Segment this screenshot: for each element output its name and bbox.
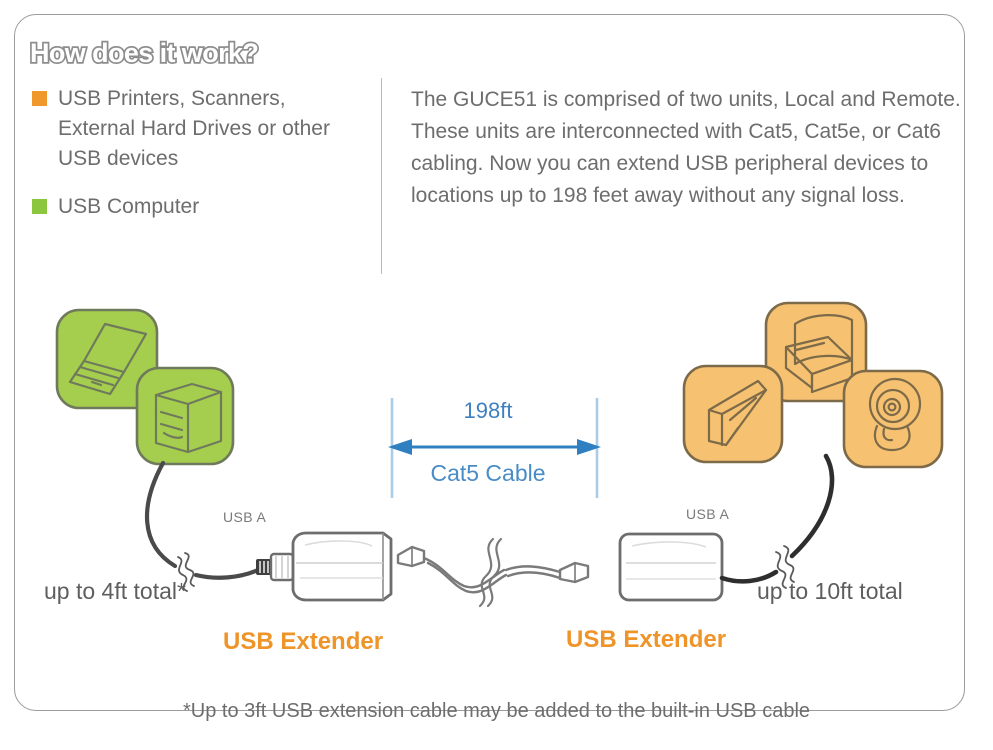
orange-square-swatch xyxy=(32,91,47,106)
legend-item-peripherals: USB Printers, Scanners, External Hard Dr… xyxy=(32,84,362,174)
vertical-divider xyxy=(381,78,383,274)
green-square-swatch xyxy=(32,199,47,215)
legend-item-computer: USB Computer xyxy=(32,192,362,222)
usb-a-port-label-left: USB A xyxy=(223,509,267,525)
cable-type-label: Cat5 Cable xyxy=(430,460,546,486)
page-title: How does it work? xyxy=(28,36,260,69)
legend-item-label: USB Computer xyxy=(58,195,200,219)
usb-a-port-label-right: USB A xyxy=(686,506,730,522)
legend-item-label: USB Printers, Scanners, External Hard Dr… xyxy=(58,87,330,171)
right-extender-label: USB Extender xyxy=(566,626,727,653)
intro-paragraph: The GUCE51 is comprised of two units, Lo… xyxy=(411,88,961,207)
left-cable-length-label: up to 4ft total* xyxy=(44,578,186,604)
left-extender-label: USB Extender xyxy=(223,628,384,655)
footnote: *Up to 3ft USB extension cable may be ad… xyxy=(182,700,811,722)
measurement-labels: 198ft Cat5 Cable xyxy=(372,398,604,506)
legend: USB Printers, Scanners, External Hard Dr… xyxy=(32,84,362,240)
right-cable-length-label: up to 10ft total xyxy=(757,578,903,604)
distance-label: 198ft xyxy=(463,398,513,423)
